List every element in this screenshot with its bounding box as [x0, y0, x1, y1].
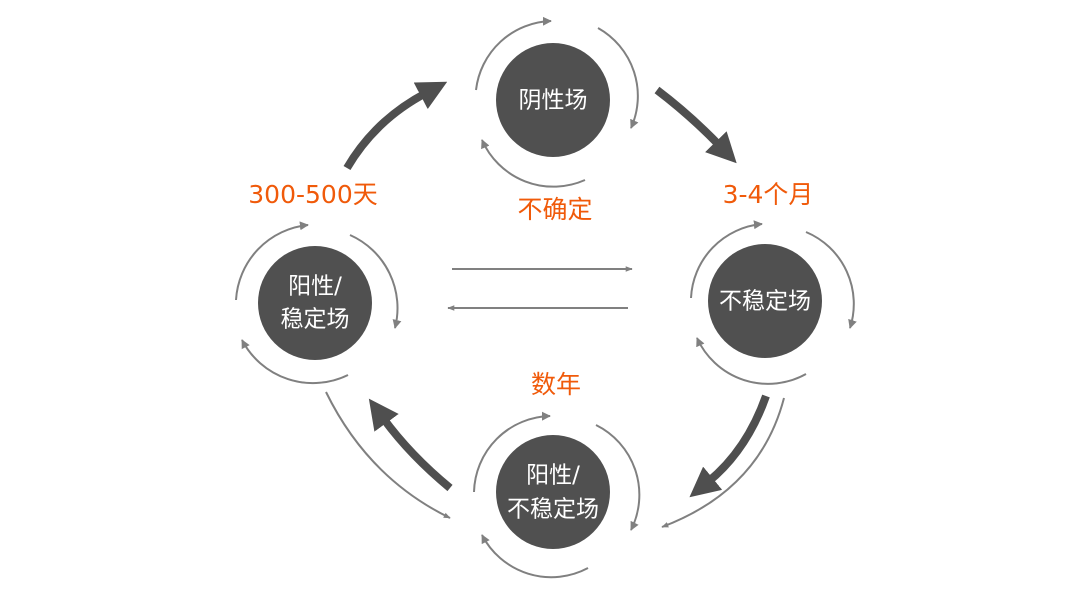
node-positive-stable: 阳性/ 稳定场: [235, 221, 402, 385]
node-negative-field: 阴性场: [475, 16, 639, 188]
node-unstable-field: 不稳定场: [690, 220, 857, 385]
duration-label-left: 300-500天: [248, 180, 377, 209]
node-label-negative: 阴性场: [519, 88, 588, 114]
cycle-ring-arc: [481, 534, 589, 579]
cycle-ring-arc: [696, 337, 807, 385]
cycle-ring-arc: [481, 139, 586, 188]
node-label-positive: 阳性/: [288, 274, 342, 300]
cycle-ring-arc: [349, 234, 402, 329]
uncertain-label: 不确定: [517, 195, 592, 224]
thick-arrow-right-to-bottom: [689, 394, 770, 498]
cycle-ring-arc: [595, 424, 641, 531]
cycle-ring-arc: [235, 221, 309, 301]
cycle-ring-arc: [597, 27, 639, 129]
node-circle: [496, 43, 610, 157]
duration-label-right: 3-4个月: [723, 180, 814, 209]
thin-arrow-left-to-bottom: [325, 391, 451, 519]
cycle-ring-arc: [241, 339, 349, 385]
node-circle: [708, 244, 822, 358]
duration-label-bottom: 数年: [531, 370, 581, 399]
thick-arrow-left-to-top: [343, 81, 448, 171]
node-circle: [258, 246, 372, 360]
cycle-ring-arc: [475, 16, 552, 91]
node-label-stable: 稳定场: [281, 307, 350, 333]
node-circle: [496, 435, 610, 549]
node-positive-unstable: 阳性/ 不稳定场: [473, 411, 641, 579]
cycle-ring-arc: [473, 411, 551, 493]
thick-arrow-bottom-to-left: [368, 398, 453, 492]
node-label-positive: 阳性/: [526, 463, 580, 489]
node-label-unstable: 不稳定场: [719, 289, 811, 315]
thick-arrow-top-to-right: [654, 86, 737, 164]
cycle-ring-arc: [805, 231, 857, 329]
node-label-unstable: 不稳定场: [507, 497, 599, 523]
cycle-ring-arc: [690, 220, 763, 299]
thin-arrow-right-to-bottom: [661, 397, 785, 528]
